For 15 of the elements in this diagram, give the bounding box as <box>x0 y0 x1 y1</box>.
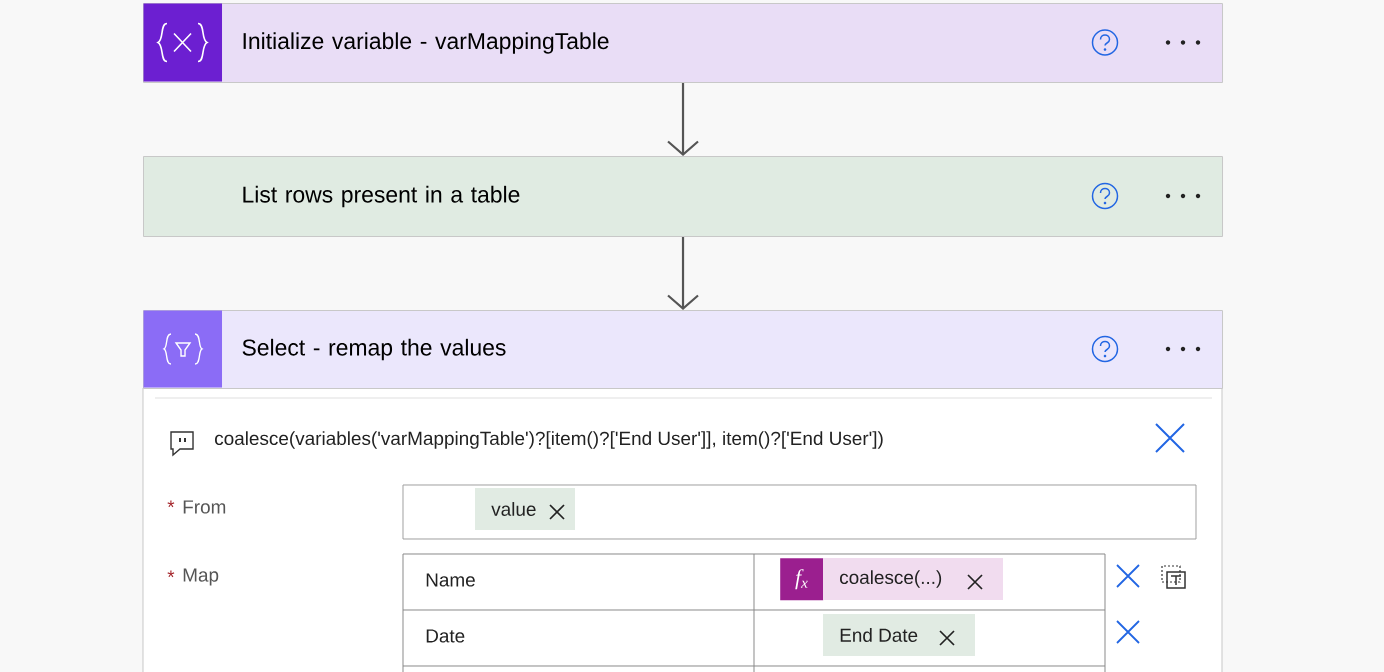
token-chip: coalesce(...) <box>823 558 1003 600</box>
action-card: Select - remap the values <box>143 310 1223 389</box>
token-chip: value <box>475 488 575 530</box>
arrow <box>667 237 699 310</box>
field-label: From <box>183 500 226 514</box>
action-card: List rows present in a table <box>143 156 1223 237</box>
action-card: Initialize variable - varMappingTable <box>143 3 1223 83</box>
required-mark: * <box>167 500 175 508</box>
required-mark: * <box>167 570 175 578</box>
expression-text: coalesce(variables('varMappingTable')?[item()?['End User']], item()?['End User']) <box>215 431 883 449</box>
token-chip: End Date <box>823 614 975 656</box>
field-label: Map <box>183 568 219 586</box>
cell-text: Date <box>426 629 465 643</box>
arrow <box>667 83 699 156</box>
cell-text: Name <box>426 573 475 587</box>
